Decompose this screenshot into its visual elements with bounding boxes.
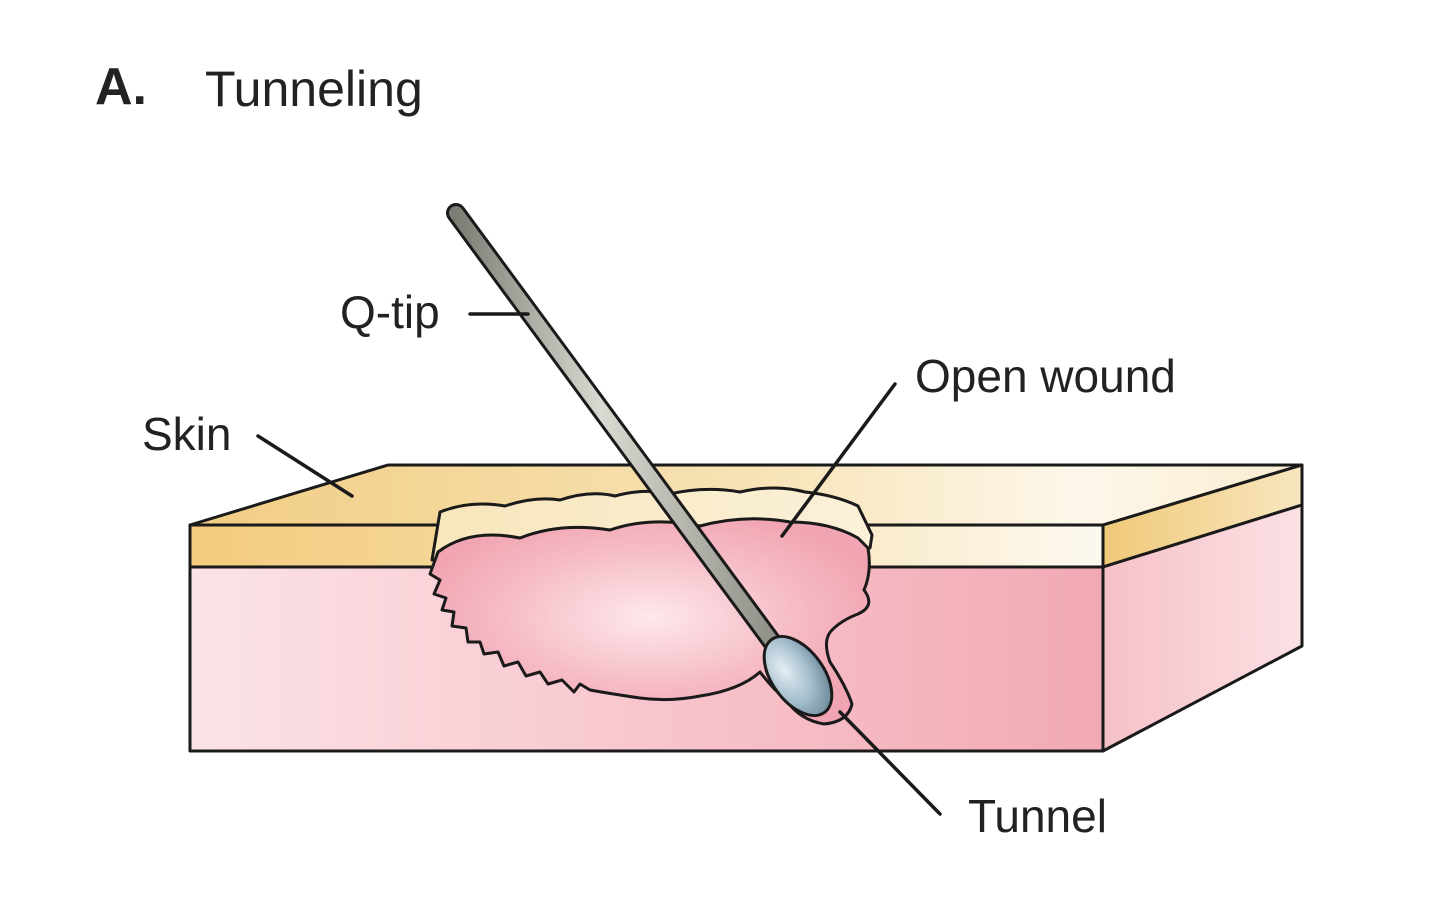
open-wound-leader	[780, 382, 897, 538]
panel-title: Tunneling	[205, 61, 423, 117]
tunnel-leader	[838, 710, 942, 816]
qtip-label: Q-tip	[340, 286, 440, 338]
tunnel-label: Tunnel	[968, 790, 1107, 842]
skin-label: Skin	[142, 408, 231, 460]
tissue-side-face	[1101, 503, 1304, 753]
open-wound	[428, 486, 874, 726]
wound-bed	[428, 517, 871, 726]
qtip-swab	[762, 635, 834, 717]
skin-leader	[256, 434, 354, 498]
open-wound-label: Open wound	[915, 350, 1176, 402]
panel-letter: A.	[95, 58, 147, 116]
qtip-instrument	[446, 203, 834, 717]
